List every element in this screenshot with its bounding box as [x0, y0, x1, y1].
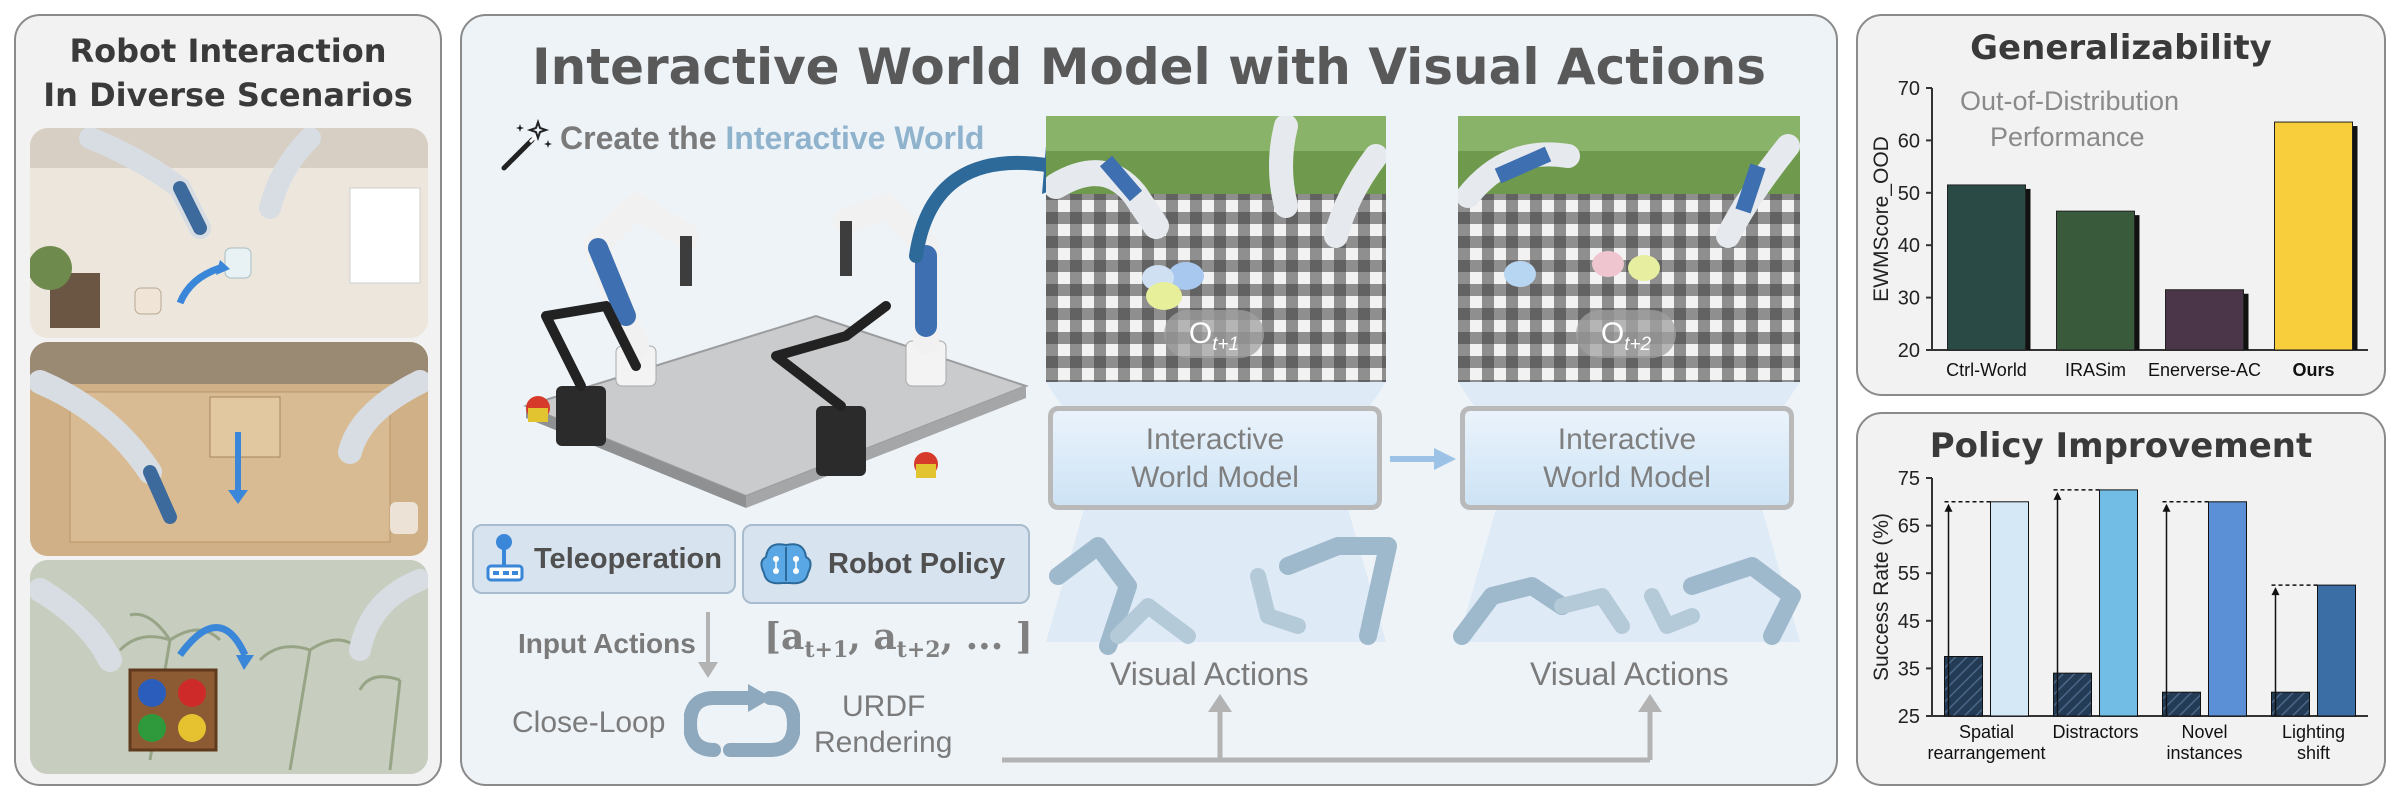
bar-ctrl-world — [1947, 184, 2026, 351]
y-tick-label: 70 — [1898, 78, 1920, 100]
formula-sub1: t+1 — [804, 637, 849, 664]
y-tick-label: 25 — [1898, 706, 1920, 728]
x-tick-label: rearrangement — [1927, 743, 2045, 763]
baseline-bar — [2053, 672, 2092, 717]
formula-open: [a — [764, 616, 805, 658]
y-tick-label: 45 — [1898, 611, 1920, 633]
improvement-arrowhead — [2162, 503, 2171, 512]
urdf-line2: Rendering — [814, 726, 953, 759]
scene-photo-drawer — [30, 342, 428, 556]
world-model-box-1: Interactive World Model — [1048, 406, 1382, 510]
frame-t-plus-1-label: Ot+1 — [1164, 310, 1264, 358]
scene-photo-counter — [30, 128, 428, 338]
robot-policy-label: Robot Policy — [828, 547, 1006, 580]
robot-policy-button[interactable]: Robot Policy — [742, 524, 1030, 604]
scenarios-title-line1: Robot Interaction — [69, 32, 387, 70]
visual-actions-render-2 — [1453, 557, 1801, 645]
world-model-panel: Interactive World Model with Visual Acti… — [460, 14, 1838, 786]
y-tick-label: 20 — [1898, 340, 1920, 362]
x-tick-label: IRASim — [2065, 360, 2126, 380]
robot-platform-image — [523, 193, 1029, 508]
wm1-line1: Interactive — [1145, 423, 1285, 456]
wm2-line2: World Model — [1543, 461, 1711, 494]
wm2-line1: Interactive — [1557, 423, 1697, 456]
bar-ours — [2274, 121, 2353, 351]
generalizability-title: Generalizability — [1970, 28, 2272, 68]
x-tick-label: Ours — [2292, 360, 2334, 380]
visual-actions-label-2: Visual Actions — [1530, 656, 1729, 692]
y-tick-label: 60 — [1898, 130, 1920, 152]
improved-bar — [2317, 584, 2356, 717]
frame2-o: O — [1600, 317, 1625, 350]
frame2-sub: t+2 — [1624, 334, 1652, 355]
create-world-caption: Create the Interactive World — [560, 120, 984, 157]
close-loop-icon — [684, 684, 800, 757]
x-tick-label: Lighting — [2282, 722, 2345, 742]
y-axis-label: Success Rate (%) — [1870, 513, 1893, 681]
x-tick-label: Enerverse-AC — [2148, 360, 2261, 380]
magic-wand-icon — [501, 118, 552, 171]
create-highlight: Interactive World — [725, 120, 985, 156]
improved-bar — [2208, 501, 2247, 717]
y-tick-label: 30 — [1898, 288, 1920, 310]
teleoperation-button[interactable]: Teleoperation — [472, 524, 736, 594]
baseline-bar — [2271, 691, 2310, 717]
wm1-line2: World Model — [1131, 461, 1299, 494]
frame-t-plus-1 — [1046, 116, 1386, 382]
urdf-line1: URDF — [842, 690, 926, 723]
policy-improvement-title: Policy Improvement — [1929, 426, 2313, 466]
x-tick-label: Spatial — [1959, 722, 2014, 742]
baseline-bar — [1944, 656, 1983, 717]
ood-annotation-line2: Performance — [1990, 122, 2145, 152]
formula-sub2: t+2 — [896, 637, 941, 664]
y-tick-label: 35 — [1898, 658, 1920, 680]
x-tick-label: instances — [2166, 743, 2242, 763]
improvement-arrowhead — [2271, 587, 2280, 596]
y-tick-label: 55 — [1898, 563, 1920, 585]
world-model-box-2: Interactive World Model — [1460, 406, 1794, 510]
right-arrow-icon — [1390, 448, 1456, 470]
baseline-bar — [2162, 691, 2201, 717]
teleoperation-label: Teleoperation — [534, 542, 722, 575]
create-prefix: Create the — [560, 120, 726, 156]
x-tick-label: shift — [2297, 743, 2330, 763]
y-tick-label: 75 — [1898, 468, 1920, 490]
formula-sep: , a — [848, 616, 897, 658]
brain-icon — [760, 543, 812, 585]
y-axis-label: EWMScore_OOD — [1870, 136, 1893, 302]
y-tick-label: 40 — [1898, 235, 1920, 257]
x-tick-label: Novel — [2181, 722, 2227, 742]
ood-annotation-line1: Out-of-Distribution — [1960, 86, 2180, 116]
visual-actions-label-1: Visual Actions — [1110, 656, 1309, 692]
scene-photo-sorting — [30, 560, 428, 774]
bar-irasim — [2056, 210, 2135, 351]
frame1-o: O — [1188, 317, 1213, 350]
bar-enerverse-ac — [2165, 289, 2244, 351]
frame1-sub: t+1 — [1212, 334, 1240, 355]
improved-bar — [2099, 489, 2138, 717]
x-tick-label: Distractors — [2052, 722, 2138, 742]
robot-scenarios-panel: Robot Interaction In Diverse Scenarios — [14, 14, 442, 786]
y-tick-label: 50 — [1898, 183, 1920, 205]
improved-bar — [1990, 501, 2029, 717]
input-actions-label: Input Actions — [518, 628, 696, 659]
improvement-arrowhead — [1944, 503, 1953, 512]
scenarios-title-line2: In Diverse Scenarios — [43, 76, 413, 114]
world-model-title: Interactive World Model with Visual Acti… — [532, 38, 1766, 96]
joystick-icon — [486, 534, 524, 582]
improvement-arrowhead — [2053, 491, 2062, 500]
formula-tail: , ... ] — [940, 616, 1033, 658]
frame-t-plus-2-label: Ot+2 — [1576, 310, 1676, 358]
visual-actions-render-1 — [1049, 537, 1397, 655]
x-tick-label: Ctrl-World — [1946, 360, 2027, 380]
y-tick-label: 65 — [1898, 516, 1920, 538]
close-loop-label: Close-Loop — [512, 706, 666, 739]
connector-arrows — [698, 612, 1662, 763]
actions-formula: [at+1, at+2, ... ] — [764, 616, 1033, 663]
